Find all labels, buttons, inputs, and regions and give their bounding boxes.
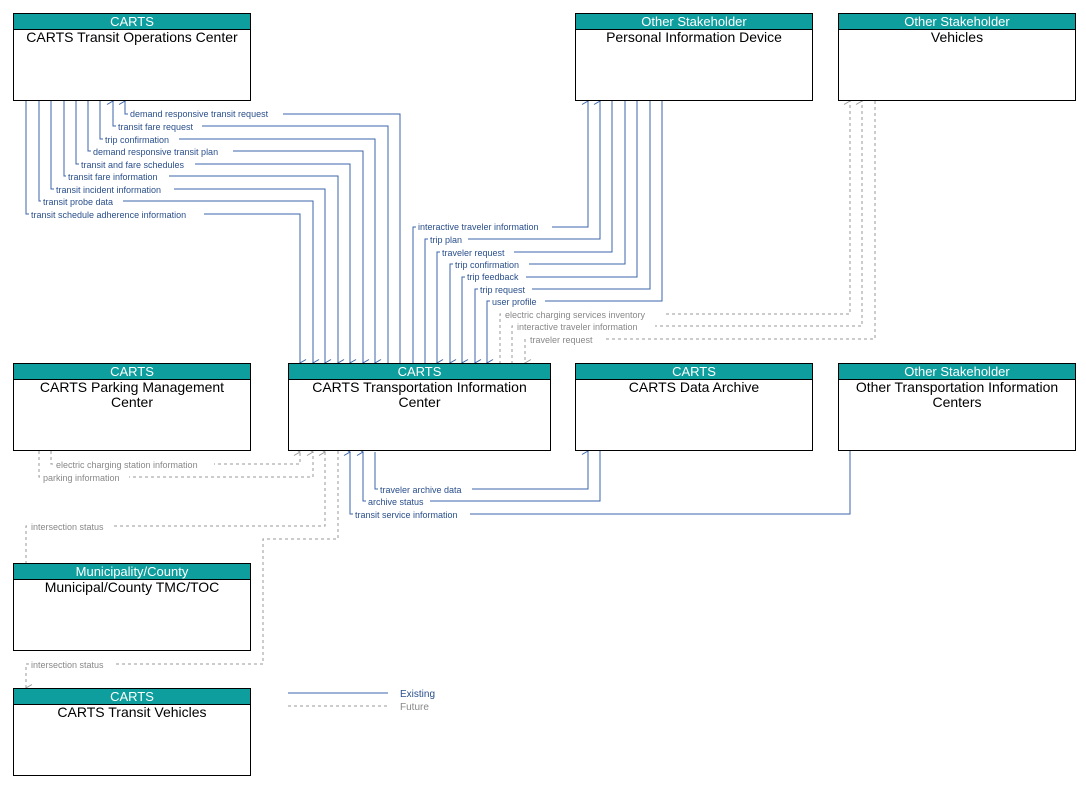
flow-line: [511, 97, 863, 364]
flow-line: [343, 448, 851, 515]
flow-label: user profile: [492, 297, 537, 307]
flow-label: traveler request: [530, 335, 593, 345]
node-data-archive: CARTS CARTS Data Archive: [575, 363, 813, 451]
flow-label: interactive traveler information: [517, 322, 638, 332]
flow-line: [449, 101, 626, 367]
legend: Existing Future: [288, 689, 435, 713]
flow-labels-archive: traveler archive data archive status tra…: [353, 483, 472, 520]
flow-line: [486, 101, 663, 367]
flow-label: trip feedback: [467, 272, 519, 282]
flow-line: [38, 101, 320, 367]
flow-label: transit probe data: [43, 197, 113, 207]
node-category: Other Stakeholder: [839, 14, 1075, 30]
flow-line: [436, 101, 613, 367]
node-category: CARTS: [576, 364, 812, 380]
flow-label: intersection status: [31, 522, 104, 532]
node-parking-management-center: CARTS CARTS Parking Management Center: [13, 363, 251, 451]
legend-future-label: Future: [400, 702, 429, 713]
node-title: Other Transportation Information Centers: [855, 379, 1059, 410]
flow-line: [474, 101, 651, 367]
node-personal-information-device: Other Stakeholder Personal Information D…: [575, 13, 813, 101]
node-municipal-county-tmc: Municipality/County Municipal/County TMC…: [13, 563, 251, 651]
flow-line: [25, 448, 326, 564]
flow-line: [99, 101, 382, 367]
flow-label: interactive traveler information: [418, 222, 539, 232]
node-other-transportation-information-centers: Other Stakeholder Other Transportation I…: [838, 363, 1076, 451]
flow-label: transit service information: [355, 510, 458, 520]
flows-transit-ops: [25, 97, 401, 367]
flow-label: trip plan: [430, 235, 462, 245]
flow-label: transit and fare schedules: [81, 160, 185, 170]
node-title: CARTS Transit Operations Center: [26, 29, 238, 45]
flows-intersection: [25, 448, 339, 692]
node-category: Other Stakeholder: [576, 14, 812, 30]
flow-label: archive status: [368, 497, 424, 507]
flow-line: [424, 97, 601, 364]
flow-labels-vehicles: electric charging services inventory int…: [503, 308, 663, 345]
node-category: CARTS: [14, 689, 250, 705]
flow-line: [356, 448, 601, 502]
flow-label: electric charging station information: [56, 460, 198, 470]
flow-line: [63, 101, 345, 367]
flow-label: traveler archive data: [380, 485, 462, 495]
node-category: Municipality/County: [14, 564, 250, 580]
flow-line: [374, 447, 589, 490]
node-title: CARTS Transportation Information Center: [312, 379, 527, 410]
flow-line: [75, 101, 357, 367]
flow-label: intersection status: [31, 660, 104, 670]
flow-line: [50, 101, 332, 367]
flow-label: electric charging services inventory: [505, 310, 646, 320]
flow-line: [50, 448, 301, 465]
node-vehicles: Other Stakeholder Vehicles: [838, 13, 1076, 101]
flow-label: demand responsive transit request: [130, 109, 269, 119]
node-category: CARTS: [14, 14, 250, 30]
flow-line: [461, 101, 638, 367]
flow-label: trip request: [480, 285, 526, 295]
flow-line: [106, 97, 389, 364]
node-title: CARTS Parking Management Center: [39, 379, 225, 410]
flow-line: [38, 448, 314, 478]
flow-label: transit fare request: [118, 122, 194, 132]
flow-line: [25, 451, 339, 692]
node-transportation-information-center: CARTS CARTS Transportation Information C…: [288, 363, 551, 451]
node-title: Personal Information Device: [606, 29, 782, 45]
node-category: Other Stakeholder: [839, 364, 1075, 380]
flow-labels-intersection: intersection status intersection status: [29, 520, 113, 670]
flow-labels-parking: electric charging station information pa…: [41, 458, 214, 483]
flows-parking: [38, 448, 314, 478]
flow-line: [524, 101, 876, 367]
flow-label: traveler request: [442, 248, 505, 258]
flow-label: trip confirmation: [105, 135, 169, 145]
flow-label: transit fare information: [68, 172, 158, 182]
node-transit-vehicles: CARTS CARTS Transit Vehicles: [13, 688, 251, 776]
node-category: CARTS: [289, 364, 550, 380]
flows-archive: [343, 447, 851, 515]
node-title: CARTS Data Archive: [628, 379, 760, 395]
node-title: CARTS Transit Vehicles: [57, 704, 207, 720]
flows-vehicles: [499, 97, 876, 367]
node-title: Vehicles: [930, 29, 984, 45]
node-category: CARTS: [14, 364, 250, 380]
flow-label: transit incident information: [56, 185, 161, 195]
flow-labels-transit-ops: demand responsive transit request transi…: [29, 108, 283, 220]
flow-line: [499, 97, 851, 364]
node-title: Municipal/County TMC/TOC: [44, 579, 220, 595]
flow-label: transit schedule adherence information: [31, 210, 186, 220]
flow-label: parking information: [43, 473, 120, 483]
flow-label: trip confirmation: [455, 260, 519, 270]
flow-label: demand responsive transit plan: [93, 147, 218, 157]
legend-existing-label: Existing: [400, 689, 435, 700]
node-transit-operations-center: CARTS CARTS Transit Operations Center: [13, 13, 251, 101]
flow-labels-pid: interactive traveler information trip pl…: [416, 221, 552, 307]
